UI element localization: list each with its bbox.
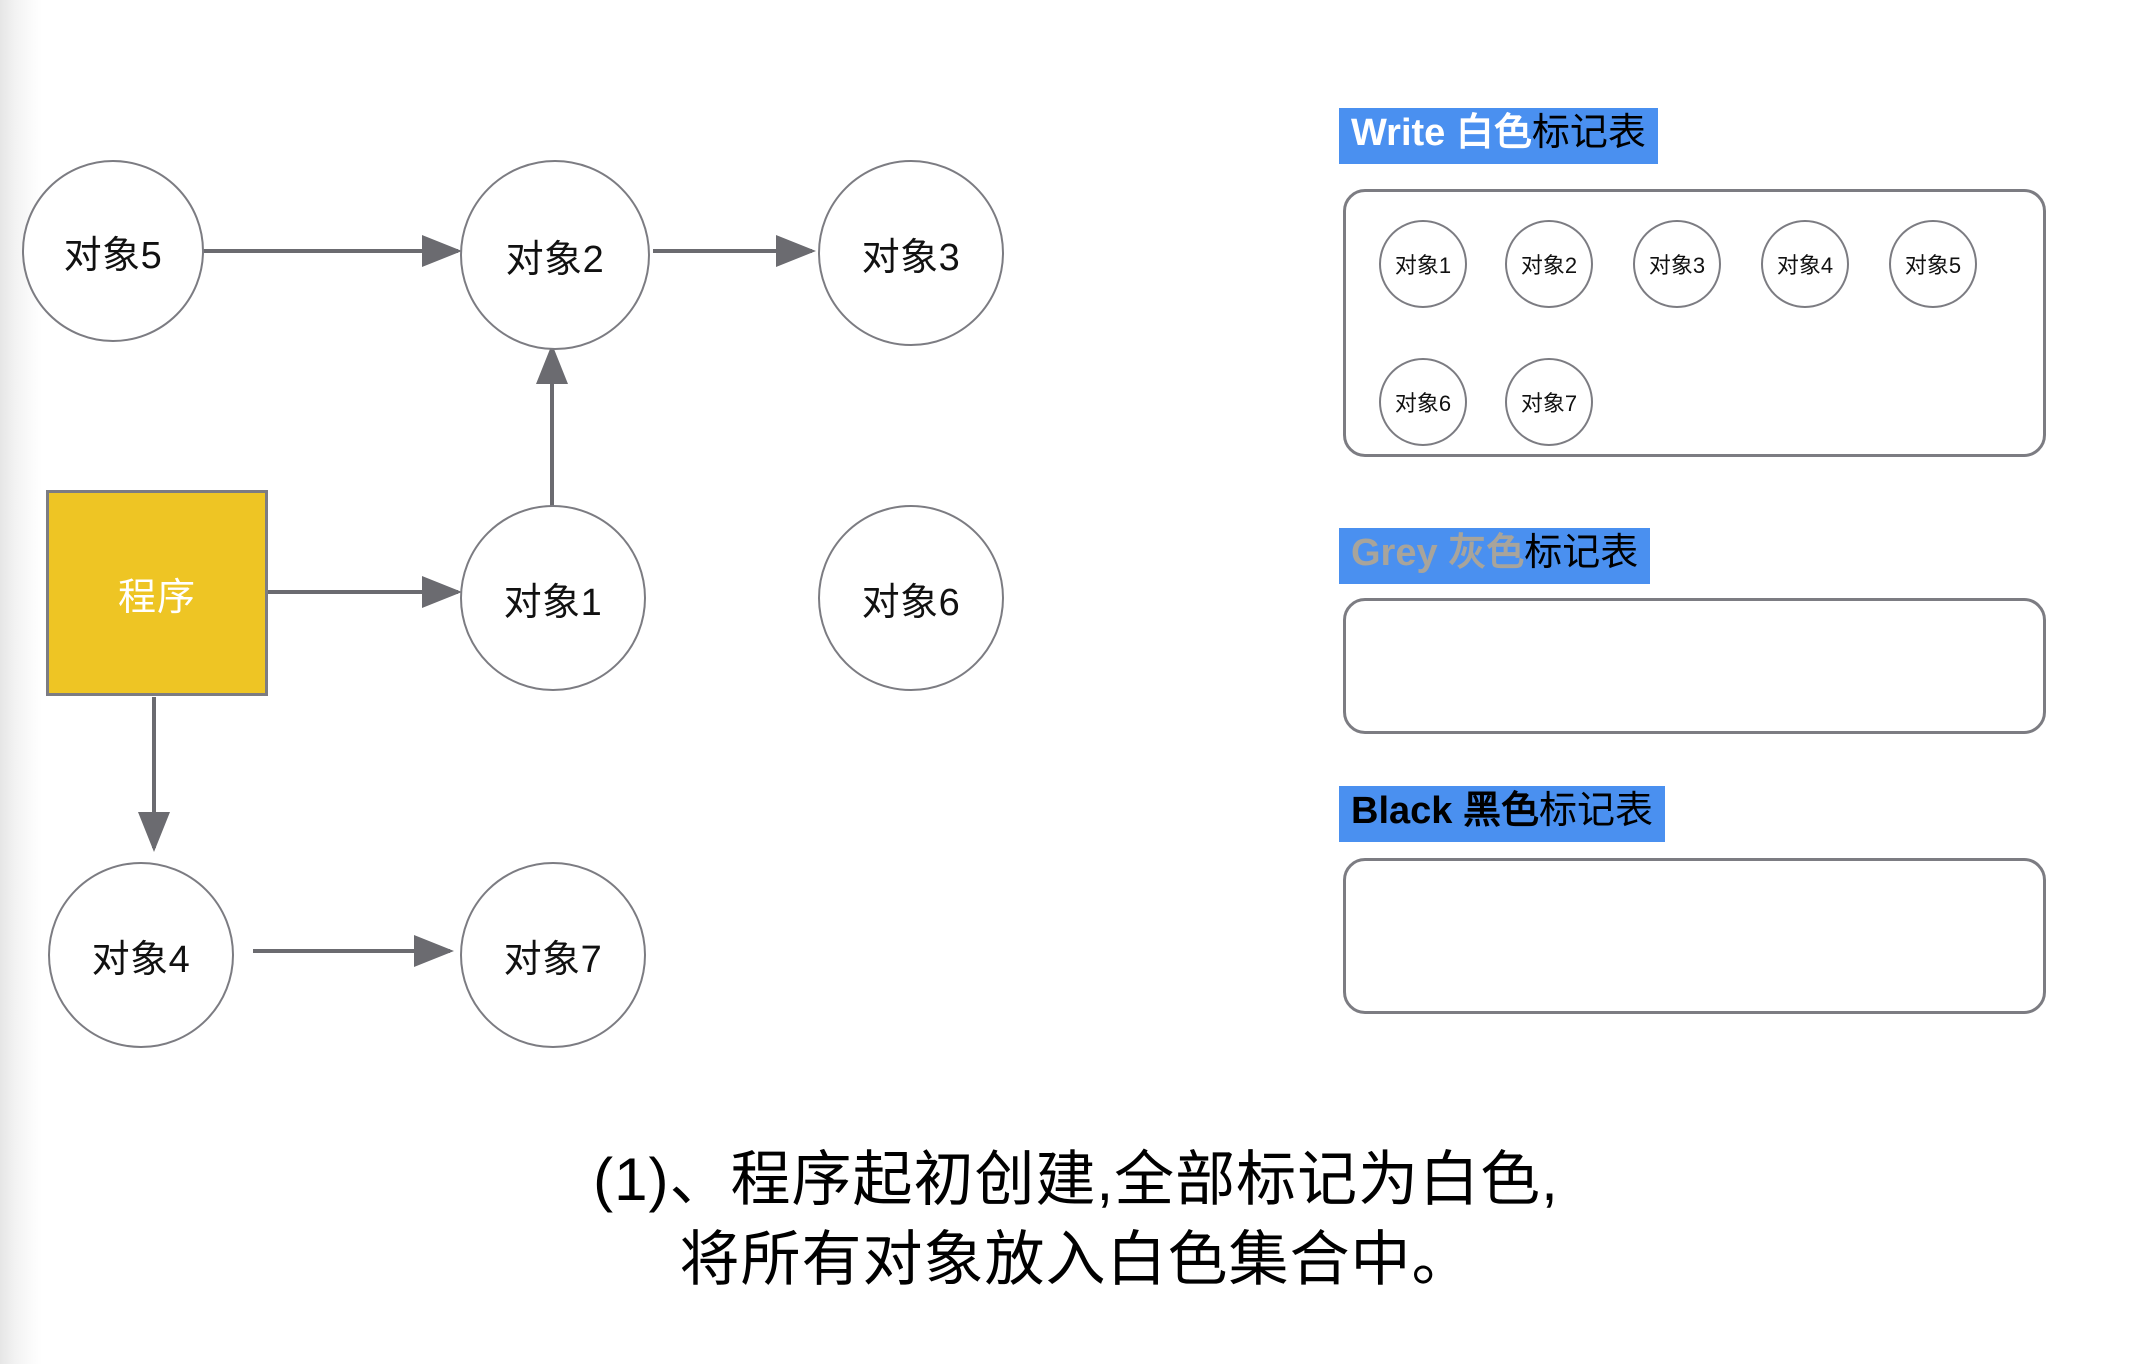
white-table-chip[interactable]: 对象6: [1379, 358, 1467, 446]
black-table-title-rest: 标记表: [1538, 790, 1653, 832]
graph-node-obj4[interactable]: 对象4: [48, 862, 234, 1048]
program-box[interactable]: 程序: [46, 490, 268, 696]
chip-label: 对象6: [1394, 391, 1452, 416]
graph-node-label: 对象1: [503, 581, 603, 624]
chip-label: 对象5: [1904, 253, 1962, 278]
graph-node-obj1[interactable]: 对象1: [460, 505, 646, 691]
caption-line-1: (1)、程序起初创建,全部标记为白色,: [593, 1146, 1559, 1213]
grey-table-title: Grey 灰色标记表: [1339, 528, 1651, 584]
grey-table-title-color: 灰色: [1448, 532, 1525, 574]
white-table-chip[interactable]: 对象3: [1633, 220, 1721, 308]
program-box-label: 程序: [117, 576, 196, 619]
graph-node-label: 对象5: [63, 234, 163, 277]
graph-node-obj7[interactable]: 对象7: [460, 862, 646, 1048]
graph-node-label: 对象7: [503, 938, 603, 981]
chip-label: 对象7: [1520, 391, 1578, 416]
grey-table-title-en: Grey: [1351, 532, 1438, 574]
white-table-chip[interactable]: 对象4: [1761, 220, 1849, 308]
white-table-box[interactable]: 对象1 对象2 对象3 对象4 对象5 对象6 对象7: [1343, 189, 2046, 457]
graph-node-obj5[interactable]: 对象5: [22, 160, 204, 342]
black-table-title: Black 黑色标记表: [1339, 786, 1665, 842]
white-table-chip[interactable]: 对象1: [1379, 220, 1467, 308]
graph-node-obj6[interactable]: 对象6: [818, 505, 1004, 691]
chip-label: 对象1: [1394, 253, 1452, 278]
graph-node-label: 对象4: [91, 938, 191, 981]
white-table-title-rest: 标记表: [1531, 112, 1646, 154]
graph-node-obj2[interactable]: 对象2: [460, 160, 650, 350]
black-table-title-en: Black: [1351, 790, 1453, 832]
white-table-title-color: 白色: [1455, 112, 1532, 154]
white-table-title-en: Write: [1351, 112, 1446, 154]
graph-node-label: 对象2: [505, 238, 605, 281]
white-table-chip[interactable]: 对象5: [1889, 220, 1977, 308]
white-table-chip[interactable]: 对象7: [1505, 358, 1593, 446]
caption-line-2: 将所有对象放入白色集合中。: [679, 1225, 1473, 1293]
black-table-title-color: 黑色: [1462, 790, 1539, 832]
caption: (1)、程序起初创建,全部标记为白色, 将所有对象放入白色集合中。: [0, 1140, 2152, 1300]
white-table-title: Write 白色标记表: [1339, 108, 1658, 164]
graph-node-label: 对象3: [861, 236, 961, 279]
chip-label: 对象2: [1520, 253, 1578, 278]
grey-table-title-rest: 标记表: [1524, 532, 1639, 574]
grey-table-box[interactable]: [1343, 598, 2046, 734]
graph-node-label: 对象6: [861, 581, 961, 624]
white-table-chip[interactable]: 对象2: [1505, 220, 1593, 308]
chip-label: 对象4: [1776, 253, 1834, 278]
black-table-box[interactable]: [1343, 858, 2046, 1014]
graph-node-obj3[interactable]: 对象3: [818, 160, 1004, 346]
chip-label: 对象3: [1648, 253, 1706, 278]
